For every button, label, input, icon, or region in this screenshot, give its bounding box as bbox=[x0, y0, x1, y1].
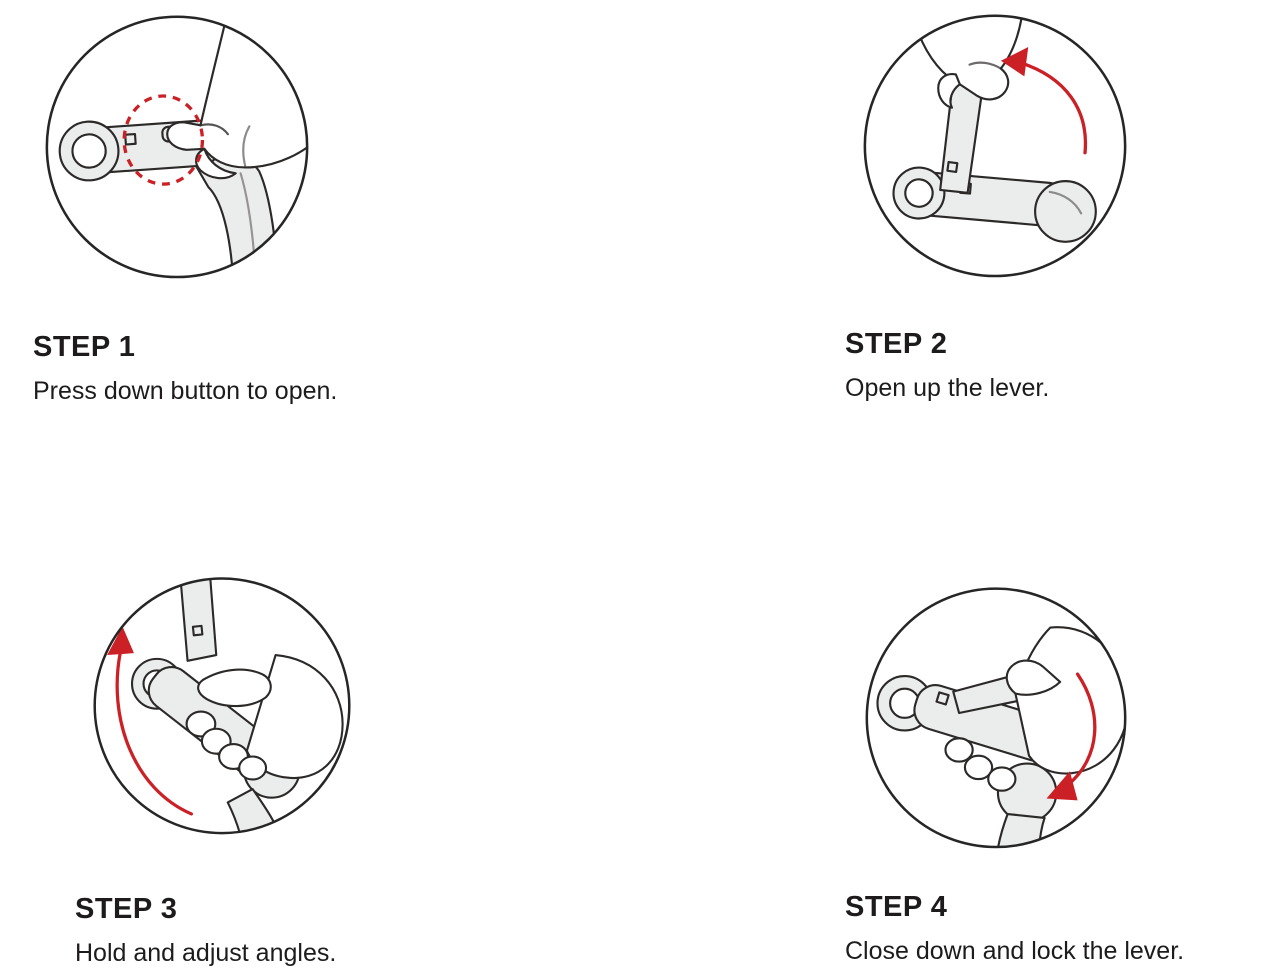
pivot-knob bbox=[58, 120, 120, 182]
strip-hole bbox=[946, 160, 959, 174]
step-3-illustration bbox=[88, 567, 356, 845]
end-knob bbox=[1034, 180, 1097, 243]
pivot-ring bbox=[892, 166, 946, 220]
rotation-arrow-icon bbox=[1046, 672, 1097, 801]
pivot-ring bbox=[130, 657, 183, 710]
circle-border bbox=[865, 587, 1127, 849]
circle-border bbox=[93, 577, 351, 835]
rotation-arrow-icon bbox=[1000, 47, 1088, 155]
circle-border bbox=[863, 14, 1127, 278]
step-description: Hold and adjust angles. bbox=[75, 939, 337, 967]
hand bbox=[185, 654, 344, 781]
square-hole bbox=[935, 691, 950, 706]
lever-body bbox=[58, 119, 220, 182]
step-2-caption: STEP 2 Open up the lever. bbox=[845, 328, 1049, 403]
end-knob bbox=[242, 741, 301, 799]
strip-tip bbox=[1027, 669, 1062, 694]
thumb bbox=[937, 73, 961, 109]
lever-strip bbox=[952, 668, 1062, 715]
fingertip bbox=[185, 710, 217, 738]
clamp-pole bbox=[994, 812, 1046, 848]
release-button bbox=[161, 124, 188, 143]
step-1-caption: STEP 1 Press down button to open. bbox=[33, 331, 337, 406]
step-4-caption: STEP 4 Close down and lock the lever. bbox=[845, 891, 1184, 966]
fingertip bbox=[238, 755, 268, 781]
lever-strip bbox=[179, 578, 218, 662]
fingertip bbox=[200, 727, 232, 755]
lever-body bbox=[913, 684, 1059, 762]
red-dashed-highlight bbox=[122, 94, 205, 186]
step-3-caption: STEP 3 Hold and adjust angles. bbox=[75, 893, 336, 968]
square-hole bbox=[124, 132, 137, 146]
fingertip bbox=[963, 754, 994, 781]
step-title: STEP 3 bbox=[75, 893, 178, 925]
step-4-illustration bbox=[860, 577, 1132, 859]
step-title: STEP 4 bbox=[845, 891, 948, 923]
step-3-drawing bbox=[93, 577, 351, 835]
step-1-drawing bbox=[45, 15, 309, 279]
step-description: Close down and lock the lever. bbox=[845, 937, 1185, 965]
step-1-illustration bbox=[40, 5, 314, 289]
step-description: Open up the lever. bbox=[845, 374, 1050, 402]
step-4-drawing bbox=[865, 587, 1127, 849]
end-knob bbox=[996, 762, 1058, 823]
rotation-arrow-icon bbox=[107, 626, 193, 816]
square-hole bbox=[959, 181, 972, 195]
pivot-ring bbox=[876, 675, 933, 732]
step-title: STEP 1 bbox=[33, 331, 136, 363]
hand bbox=[907, 15, 1026, 109]
fingertip bbox=[944, 737, 974, 763]
step-2-illustration bbox=[858, 4, 1132, 288]
step-description: Press down button to open. bbox=[33, 377, 338, 405]
hand bbox=[166, 16, 308, 180]
circle-border bbox=[45, 15, 309, 279]
clamp-pole bbox=[193, 155, 280, 278]
fingertip bbox=[987, 766, 1017, 792]
hand bbox=[944, 626, 1126, 792]
fingertip bbox=[218, 743, 249, 771]
step-2-drawing bbox=[863, 14, 1127, 278]
step-title: STEP 2 bbox=[845, 328, 948, 360]
strip-hole bbox=[191, 624, 204, 637]
lever-body bbox=[147, 666, 275, 776]
lever-body bbox=[892, 166, 1068, 227]
thumb bbox=[197, 668, 272, 708]
thumb bbox=[195, 147, 237, 180]
lever-strip bbox=[939, 57, 986, 194]
thumb bbox=[1005, 659, 1062, 696]
clamp-pole bbox=[226, 787, 287, 834]
